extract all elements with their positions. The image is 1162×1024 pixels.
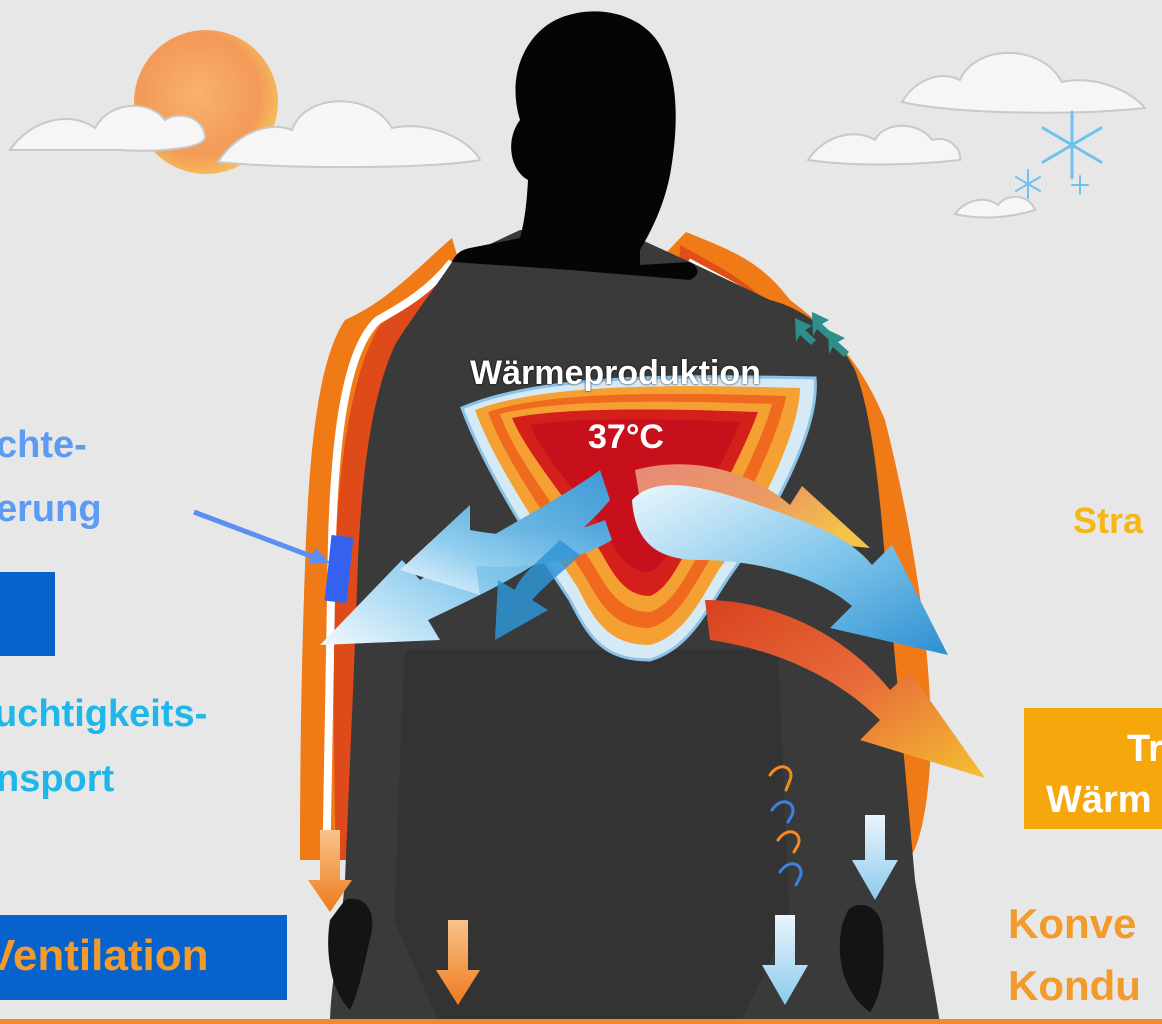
ventilation-label: Ventilation — [0, 930, 208, 981]
person-head — [452, 11, 698, 280]
dry-heat-label-line1: Tr — [1127, 727, 1162, 771]
convection-label: Konve — [1008, 900, 1136, 949]
conduction-label: Kondu — [1008, 962, 1141, 1011]
moisture-regulation-label-line1: chte- — [0, 423, 87, 467]
moisture-transport-label-line2: nsport — [0, 757, 114, 801]
dry-heat-label-line2: Wärm — [1046, 778, 1152, 822]
cloud-icon — [808, 53, 1145, 218]
core-temperature-label: 37°C — [588, 418, 664, 457]
moisture-transport-label-line1: uchtigkeits- — [0, 692, 207, 736]
moisture-regulation-label-line2: erung — [0, 487, 102, 531]
radiation-label: Stra — [1073, 500, 1143, 542]
moisture-regulation-box — [0, 572, 55, 656]
snowflake-icon — [1016, 112, 1101, 198]
heat-production-label: Wärmeproduktion — [470, 354, 761, 393]
